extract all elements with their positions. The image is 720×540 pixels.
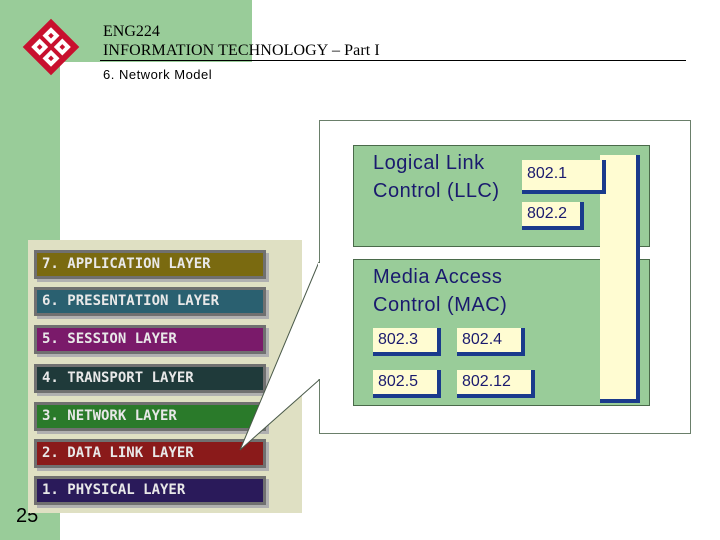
tag-802-4: 802.4 <box>457 328 525 356</box>
tag-802-1: 802.1 <box>522 160 606 194</box>
osi-layer-application: 7. APPLICATION LAYER <box>34 250 266 279</box>
ieee-802-bracket <box>600 155 640 403</box>
osi-layer-data-link: 2. DATA LINK LAYER <box>34 439 266 468</box>
osi-layer-stack: 7. APPLICATION LAYER 6. PRESENTATION LAY… <box>28 240 302 513</box>
tag-802-3: 802.3 <box>373 328 441 356</box>
tag-802-2: 802.2 <box>522 202 584 230</box>
osi-layer-physical: 1. PHYSICAL LAYER <box>34 476 266 505</box>
section-subtitle: 6. Network Model <box>103 67 213 82</box>
osi-layer-transport: 4. TRANSPORT LAYER <box>34 364 266 393</box>
header-divider <box>100 60 686 61</box>
llc-label-line2: Control (LLC) <box>373 180 500 202</box>
course-title: INFORMATION TECHNOLOGY – Part I <box>103 42 380 59</box>
mac-label-line2: Control (MAC) <box>373 294 508 316</box>
header-green-band <box>60 0 252 62</box>
osi-layer-network: 3. NETWORK LAYER <box>34 402 266 431</box>
osi-layer-session: 5. SESSION LAYER <box>34 325 266 354</box>
tag-802-12: 802.12 <box>457 370 535 398</box>
course-code: ENG224 <box>103 23 160 40</box>
llc-label-line1: Logical Link <box>373 152 485 174</box>
university-logo-icon <box>22 18 80 76</box>
osi-layer-presentation: 6. PRESENTATION LAYER <box>34 287 266 316</box>
mac-label-line1: Media Access <box>373 266 503 288</box>
tag-802-5: 802.5 <box>373 370 441 398</box>
